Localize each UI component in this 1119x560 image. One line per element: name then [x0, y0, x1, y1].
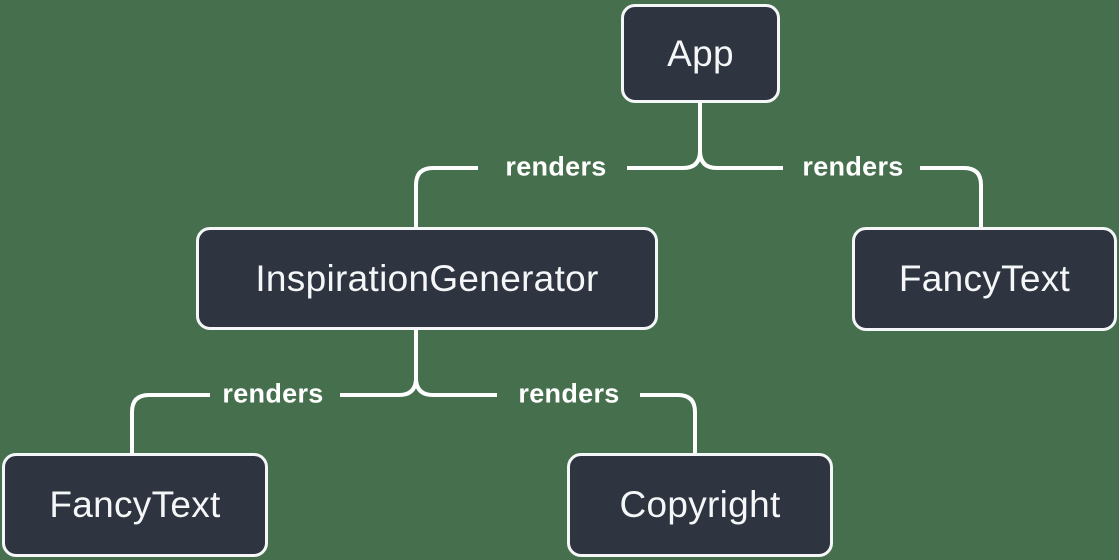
node-app: App	[621, 4, 780, 103]
node-fancy-text-top: FancyText	[852, 227, 1117, 331]
edge-app-left-arm	[627, 102, 702, 170]
edge-insp-left-arm	[340, 329, 418, 397]
edge-label-app-inspiration-generator: renders	[505, 151, 607, 182]
node-copyright: Copyright	[567, 453, 833, 557]
edge-into-inspiration-generator	[414, 166, 478, 229]
edge-into-fancy-text-bottom	[130, 393, 210, 455]
edge-label-inspiration-generator-fancy-text: renders	[222, 378, 324, 409]
edge-label-app-fancy-text: renders	[802, 151, 904, 182]
node-copyright-label: Copyright	[619, 484, 781, 525]
node-fancy-text-bottom-label: FancyText	[49, 484, 221, 525]
node-inspiration-generator-label: InspirationGenerator	[255, 257, 599, 299]
edge-insp-right-arm	[414, 329, 497, 397]
edge-app-right-arm	[698, 102, 783, 170]
edge-into-fancy-text-top	[920, 166, 983, 229]
node-fancy-text-top-label: FancyText	[898, 258, 1071, 299]
edge-into-copyright	[640, 393, 697, 455]
edge-label-inspiration-generator-copyright: renders	[518, 378, 620, 409]
node-app-label: App	[667, 32, 734, 74]
node-inspiration-generator: InspirationGenerator	[196, 227, 658, 330]
node-fancy-text-bottom: FancyText	[2, 453, 268, 557]
